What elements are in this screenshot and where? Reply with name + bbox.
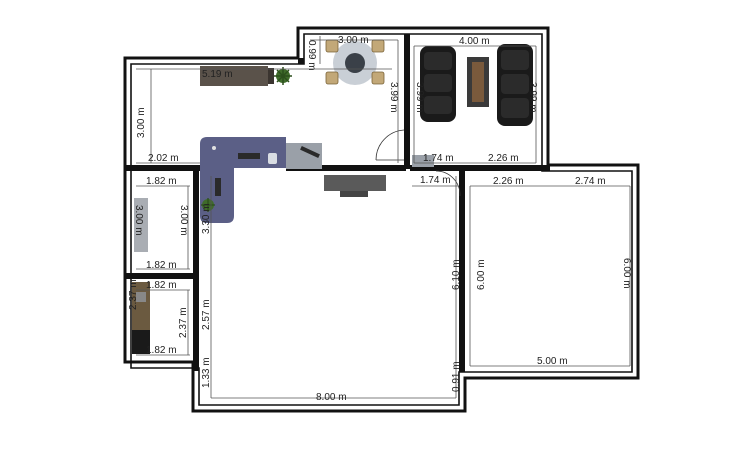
label-wc-top: 1.82 m <box>146 280 177 291</box>
tv-console-base <box>340 191 368 197</box>
sink-icon <box>268 153 277 164</box>
plant-icon <box>274 67 292 85</box>
label-bath-bottom: 1.82 m <box>146 260 177 271</box>
sofa-cushion <box>501 50 529 70</box>
doors <box>375 129 461 197</box>
sofa-cushion <box>501 98 529 118</box>
tv-console-icon <box>324 175 386 191</box>
wall-bath-wc <box>125 273 199 279</box>
label-bed-right: 6.00 m <box>621 258 632 289</box>
appliance-detail <box>300 145 320 159</box>
wc-sink-icon <box>136 292 146 302</box>
bath-panel <box>134 198 148 252</box>
sofa-cushion <box>424 96 452 114</box>
label-wc-bottom: 1.82 m <box>146 345 177 356</box>
sofa-cushion <box>424 74 452 92</box>
label-lounge-left: 3.99 m <box>414 82 425 113</box>
wall-kitchen-living <box>286 165 406 171</box>
lounge-set <box>420 44 533 126</box>
label-lounge-right: 3.99 m <box>527 82 538 113</box>
label-living-width: 8.00 m <box>316 392 347 403</box>
cooktop-icon <box>238 153 260 159</box>
label-living-left-lower: 1.33 m <box>201 357 212 388</box>
label-lounge-width: 4.00 m <box>459 36 490 47</box>
label-bed-top-right: 2.74 m <box>575 176 606 187</box>
chair-icon <box>371 71 385 85</box>
door-bedroom <box>435 170 461 197</box>
label-bed-bottom: 5.00 m <box>537 356 568 367</box>
label-living-right-lower: 0.91 m <box>451 361 462 392</box>
interior-walls <box>125 34 550 372</box>
label-bed-left: 6.00 m <box>476 259 487 290</box>
label-dining-width: 3.00 m <box>338 35 369 46</box>
wall-kitchen-bath <box>125 165 203 171</box>
label-dining-notch: 0.99 m <box>306 40 317 71</box>
label-bath-right: 3.00 m <box>178 205 189 236</box>
dimension-labels: 5.19 m 3.00 m 2.02 m 3.00 m 0.99 m 3.99 … <box>128 35 632 403</box>
label-lounge-bottom-left: 1.74 m <box>423 153 454 164</box>
label-living-left-mid: 2.57 m <box>201 299 212 330</box>
wall-lounge-living <box>410 165 550 171</box>
l-counter <box>200 137 286 223</box>
dimension-lines <box>136 36 631 399</box>
door-dining <box>375 129 405 161</box>
wc-unit <box>132 330 150 354</box>
coffee-table <box>472 62 484 102</box>
label-lounge-bottom-right: 2.26 m <box>488 153 519 164</box>
hall-cabinet <box>412 155 434 167</box>
label-bed-top-left: 2.26 m <box>493 176 524 187</box>
wall-bath-living <box>193 171 199 371</box>
label-dining-height: 3.99 m <box>388 82 399 113</box>
kitchen-counter-end <box>268 68 274 84</box>
label-living-right: 6.10 m <box>451 259 462 290</box>
knob-icon <box>212 146 216 150</box>
chair-icon <box>325 71 339 85</box>
label-hall-top: 1.74 m <box>420 175 451 186</box>
sofa-cushion <box>501 74 529 94</box>
label-wc-right: 2.37 m <box>178 307 189 338</box>
wall-dining-lounge <box>404 34 410 169</box>
sofa-cushion <box>424 52 452 70</box>
label-wc-left: 2.37 m <box>128 279 139 310</box>
dining-set <box>325 39 385 85</box>
label-living-left-upper: 3.30 m <box>201 203 212 234</box>
wall-notch <box>298 58 304 64</box>
dining-table-center <box>345 53 365 73</box>
chair-icon <box>325 39 339 53</box>
oven-icon <box>215 178 221 196</box>
kitchen-counter-top <box>200 66 268 86</box>
label-bath-left: 3.00 m <box>133 205 144 236</box>
label-kitchen-bottom: 2.02 m <box>148 153 179 164</box>
label-kitchen-height: 3.00 m <box>136 107 147 138</box>
furniture <box>132 39 533 354</box>
label-bath-top: 1.82 m <box>146 176 177 187</box>
wall-living-bedroom <box>459 171 465 372</box>
chair-icon <box>371 39 385 53</box>
label-kitchen-width: 5.19 m <box>202 69 233 80</box>
